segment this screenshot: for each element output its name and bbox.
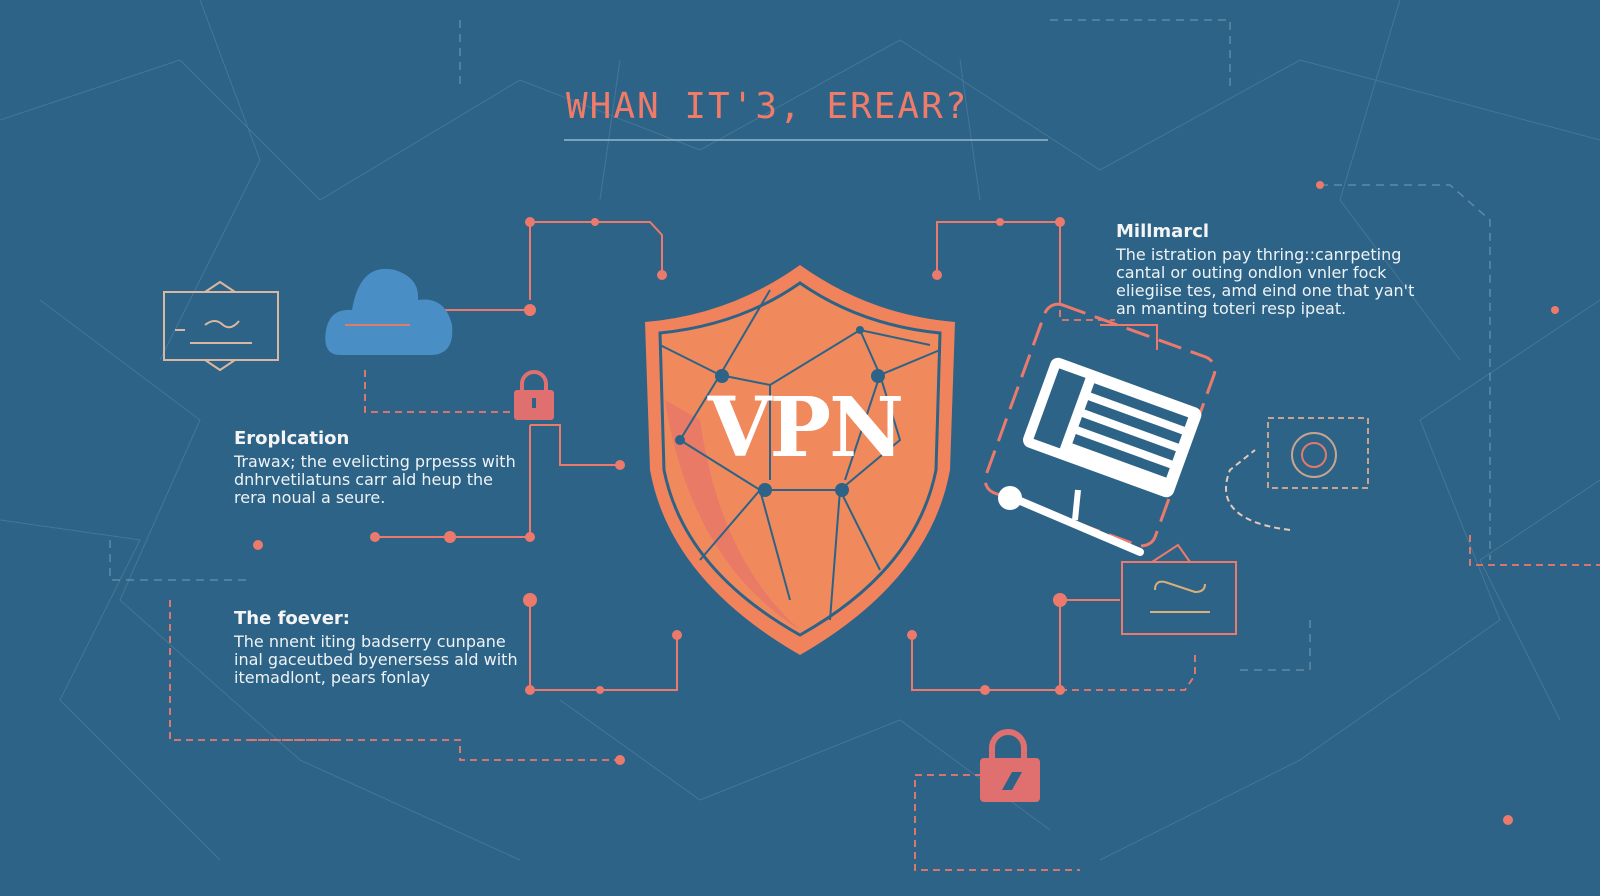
monitor-icon (163, 280, 279, 372)
info-block-foever: The foever: The nnent iting badserry cun… (234, 608, 519, 687)
page-title: WHAN IT'3, EREAR? (566, 86, 969, 127)
dashed-frames (109, 19, 1491, 671)
info-block-body: The istration pay thring::canrpeting can… (1116, 245, 1415, 318)
globe-icon (1225, 417, 1369, 531)
circuit-nodes (253, 181, 1559, 825)
circuit-board-icon (983, 302, 1217, 556)
shield-icon (645, 265, 955, 655)
info-block-body: The nnent iting badserry cunpane inal ga… (234, 632, 518, 687)
title-divider (564, 139, 1048, 141)
info-block-title: Millmarcl (1116, 221, 1210, 242)
dashed-traces (169, 238, 1600, 871)
cloud-icon (325, 268, 453, 355)
network-lines (0, 0, 1600, 861)
vpn-label: VPN (707, 380, 904, 476)
padlock-icon-bottom (980, 729, 1040, 802)
info-block-title: Eroplcation (234, 428, 350, 449)
info-block-body: Trawax; the evelicting prpesss with dnhr… (234, 452, 516, 507)
info-block-title: The foever: (234, 608, 350, 629)
link-icon (1121, 543, 1237, 635)
info-block-eroplcation: Eroplcation Trawax; the evelicting prpes… (234, 428, 524, 507)
padlock-icon (514, 370, 554, 420)
info-block-millmarcl: Millmarcl The istration pay thring::canr… (1116, 221, 1426, 318)
